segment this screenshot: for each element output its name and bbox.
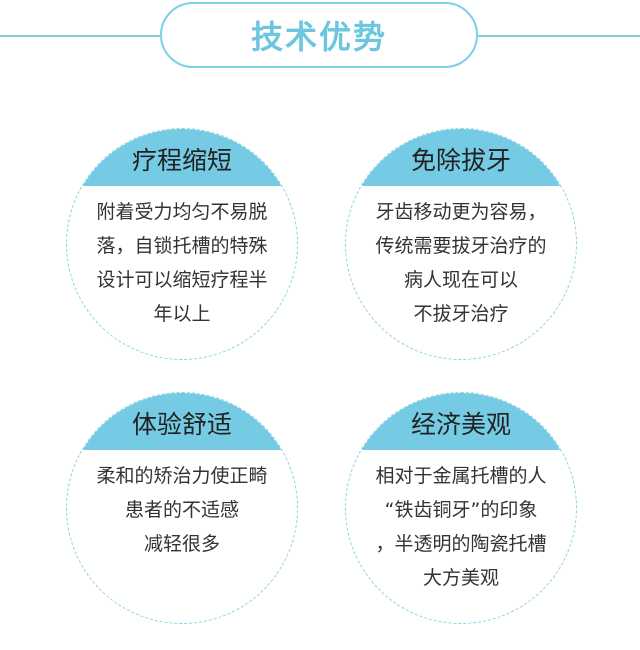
card-line: ，半透明的陶瓷托槽: [375, 533, 547, 555]
card-line: 相对于金属托槽的人: [375, 465, 547, 487]
card-description: 相对于金属托槽的人 “铁齿铜牙”的印象 ，半透明的陶瓷托槽 大方美观: [346, 459, 576, 595]
card-description: 附着受力均匀不易脱 落，自锁托槽的特殊 设计可以缩短疗程半 年以上: [67, 195, 297, 331]
card-line: 大方美观: [422, 567, 499, 589]
card-line: 减轻很多: [143, 533, 220, 555]
card-line: 传统需要拔牙治疗的: [375, 235, 547, 257]
card-line: 患者的不适感: [124, 499, 239, 521]
advantage-card-shorter-treatment: 疗程缩短 附着受力均匀不易脱 落，自锁托槽的特殊 设计可以缩短疗程半 年以上: [66, 128, 298, 360]
card-header: 疗程缩短: [67, 129, 297, 186]
card-description: 牙齿移动更为容易， 传统需要拔牙治疗的 病人现在可以 不拔牙治疗: [346, 195, 576, 331]
card-line: 附着受力均匀不易脱: [96, 201, 268, 223]
card-line: 牙齿移动更为容易，: [375, 201, 547, 223]
card-header: 体验舒适: [67, 393, 297, 450]
card-description: 柔和的矫治力使正畸 患者的不适感 减轻很多: [67, 459, 297, 561]
advantage-card-aesthetics: 经济美观 相对于金属托槽的人 “铁齿铜牙”的印象 ，半透明的陶瓷托槽 大方美观: [345, 392, 577, 624]
section-title: 技术优势: [250, 18, 387, 56]
card-line: 不拔牙治疗: [413, 303, 509, 325]
section-title-pill: 技术优势: [160, 2, 478, 68]
card-line: 设计可以缩短疗程半: [96, 269, 268, 291]
card-line: “铁齿铜牙”的印象: [384, 499, 538, 521]
advantage-card-comfort: 体验舒适 柔和的矫治力使正畸 患者的不适感 减轻很多: [66, 392, 298, 624]
header-divider-right: [478, 35, 640, 37]
card-header: 经济美观: [346, 393, 576, 450]
card-title: 免除拔牙: [410, 146, 511, 175]
header-divider-left: [0, 35, 160, 37]
card-line: 柔和的矫治力使正畸: [96, 465, 268, 487]
card-title: 体验舒适: [131, 410, 232, 439]
card-line: 年以上: [153, 303, 211, 325]
card-header: 免除拔牙: [346, 129, 576, 186]
card-title: 经济美观: [410, 410, 511, 439]
card-line: 落，自锁托槽的特殊: [96, 235, 268, 257]
card-title: 疗程缩短: [131, 146, 232, 175]
card-line: 病人现在可以: [403, 269, 518, 291]
advantage-card-no-extraction: 免除拔牙 牙齿移动更为容易， 传统需要拔牙治疗的 病人现在可以 不拔牙治疗: [345, 128, 577, 360]
